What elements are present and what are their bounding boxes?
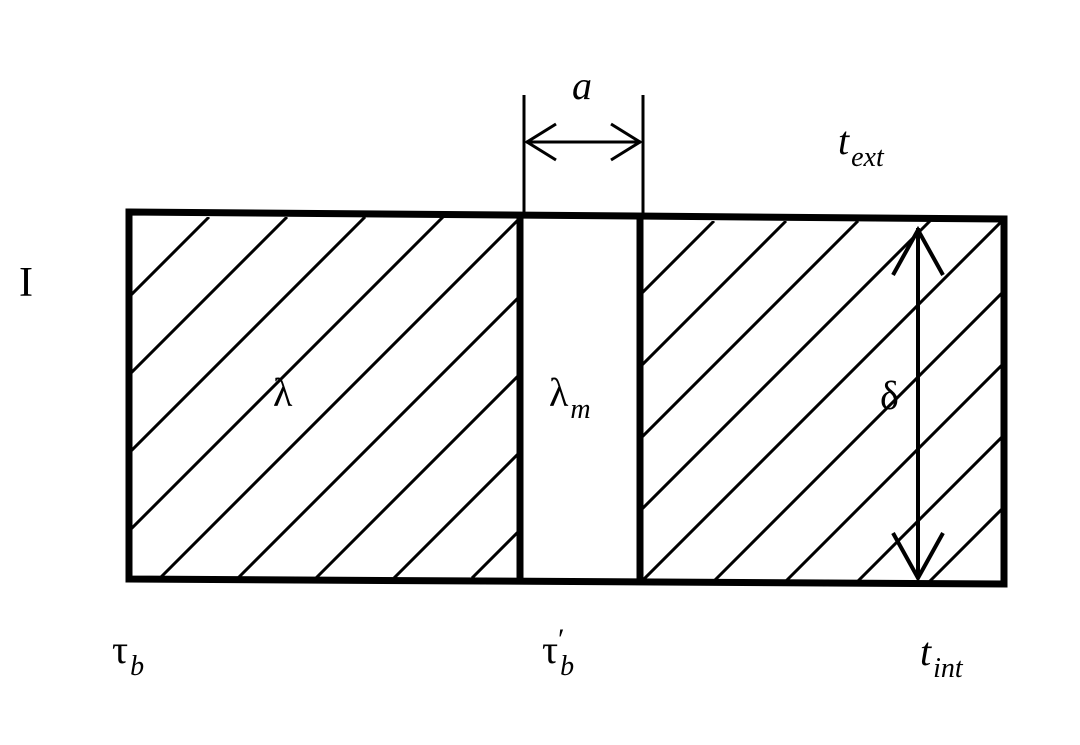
hatch-line — [392, 451, 518, 578]
hatch-line — [642, 221, 788, 368]
hatch-line — [642, 221, 932, 512]
hatch-line — [131, 217, 445, 532]
hatch-line — [236, 295, 518, 578]
hatch-line — [642, 221, 716, 296]
hatch-line — [158, 217, 518, 578]
hatch-line — [314, 373, 518, 578]
label-delta: δ — [880, 373, 899, 418]
hatch-line — [642, 221, 860, 440]
hatch-line — [927, 506, 1002, 582]
wall-outline — [125, 208, 1008, 588]
dimension-delta — [891, 225, 945, 583]
hatch-line — [470, 529, 518, 578]
label-t-ext: text — [838, 118, 884, 173]
label-lambda: λ — [273, 370, 293, 415]
hatch-line — [131, 217, 367, 454]
label-roman-one: I — [19, 260, 33, 306]
hatching-right-panel — [642, 221, 1002, 582]
label-lambda-m: λm — [549, 370, 591, 425]
label-tau-b: τb — [112, 627, 145, 682]
hatching-left-panel — [131, 217, 518, 578]
hatch-line — [999, 578, 1002, 582]
hatch-line — [642, 221, 1002, 582]
dimension-a — [522, 95, 645, 215]
hatch-line — [783, 362, 1002, 582]
label-tau-b-prime: τ′b — [542, 623, 575, 682]
hatch-line — [711, 290, 1002, 582]
hatch-line — [131, 217, 211, 298]
label-t-int: tint — [920, 629, 963, 684]
hatch-line — [131, 217, 289, 376]
label-dimension-a: a — [572, 63, 592, 108]
